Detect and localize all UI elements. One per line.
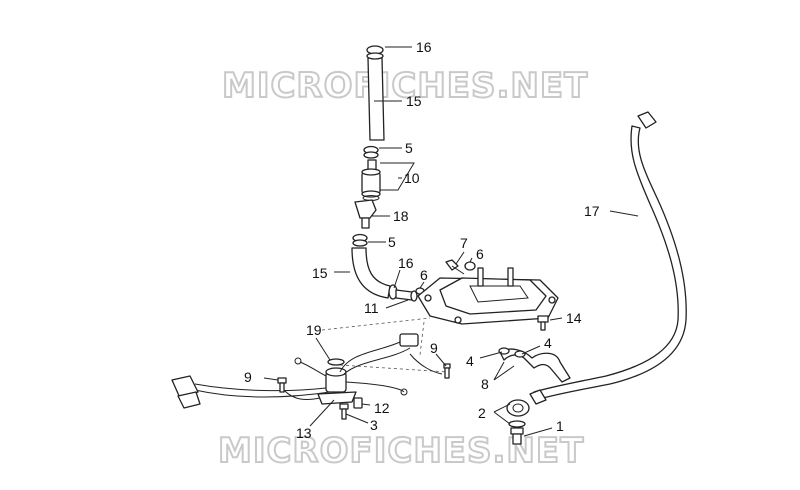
label-13: 13: [296, 425, 312, 441]
screw-9-right: [443, 363, 451, 379]
watermark-bottom: MICROFICHES.NET: [218, 431, 584, 471]
return-pipes: [498, 347, 571, 383]
leader-lines: [263, 46, 639, 437]
label-7: 7: [460, 235, 468, 251]
label-11: 11: [364, 300, 379, 316]
label-5-bottom: 5: [388, 234, 396, 250]
o-ring-19: [327, 358, 345, 366]
sensor-unit: [194, 333, 443, 405]
washer-6-top: [464, 261, 476, 271]
main-module: [417, 267, 559, 325]
label-16-top: 16: [416, 39, 432, 55]
upper-hose: [366, 45, 385, 141]
clamp-lower: [352, 233, 368, 247]
label-6-top: 6: [476, 246, 484, 262]
screw-3: [339, 403, 349, 420]
label-19: 19: [306, 322, 322, 338]
clamp-upper: [363, 145, 379, 159]
label-1: 1: [556, 418, 564, 434]
label-18: 18: [393, 208, 409, 224]
label-9-left: 9: [244, 369, 252, 385]
bolt-7: [445, 259, 476, 275]
banjo-fitting: [506, 389, 547, 445]
label-10: 10: [404, 170, 420, 186]
screw-9-left: [277, 377, 287, 393]
label-15-top: 15: [406, 93, 422, 109]
label-5-top: 5: [405, 140, 413, 156]
label-4-right: 4: [544, 335, 552, 351]
label-4-left: 4: [466, 353, 474, 369]
valve-assembly: [361, 159, 381, 201]
label-15-bottom: 15: [312, 265, 328, 281]
sleeve-12: [353, 397, 363, 409]
label-17: 17: [584, 203, 600, 219]
label-6-mid: 6: [420, 267, 428, 283]
bolt-14: [537, 315, 549, 331]
label-14: 14: [566, 310, 582, 326]
label-3: 3: [370, 417, 378, 433]
label-2: 2: [478, 405, 486, 421]
curved-hose: [351, 247, 391, 299]
label-12: 12: [374, 400, 390, 416]
watermark-top: MICROFICHES.NET: [222, 66, 588, 106]
connector-plug: [171, 375, 201, 409]
label-8: 8: [481, 376, 489, 392]
part-labels: 16 15 5 10 18 5 15 16 6 11 7 6 14 19 9 4…: [244, 39, 600, 441]
label-16-bottom: 16: [398, 255, 414, 271]
clamp-and-fitting: [388, 284, 418, 302]
label-9-right: 9: [430, 340, 438, 356]
fitting: [354, 199, 377, 229]
connector-box: [399, 333, 419, 347]
